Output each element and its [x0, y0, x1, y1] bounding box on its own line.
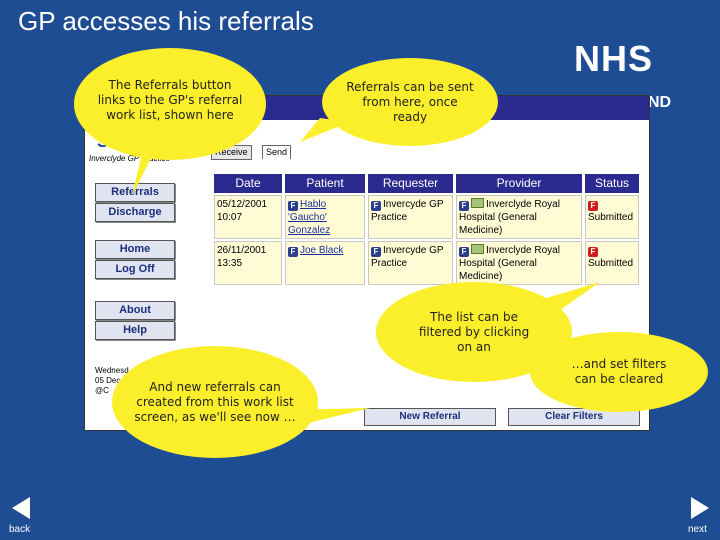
envelope-icon: [471, 198, 484, 208]
provider-name: Inverclyde Royal Hospital (General Medic…: [459, 199, 560, 236]
clear-filters-button[interactable]: Clear Filters: [508, 408, 640, 426]
requester-name: Invercyde GP Practice: [371, 245, 444, 269]
date-line: 05 Dece: [95, 376, 125, 385]
filter-icon[interactable]: F: [588, 247, 598, 257]
next-label[interactable]: next: [688, 524, 707, 535]
column-header-provider[interactable]: Provider: [456, 174, 582, 193]
date-line: @C: [95, 386, 109, 395]
column-header-patient[interactable]: Patient: [285, 174, 365, 193]
envelope-icon: [471, 244, 484, 254]
requester-name: Invercyde GP Practice: [371, 199, 444, 223]
column-header-date[interactable]: Date: [214, 174, 282, 193]
referrals-button[interactable]: Referrals: [95, 183, 175, 202]
about-button[interactable]: About: [95, 301, 175, 320]
callout-referrals-button: The Referrals button links to the GP's r…: [74, 48, 266, 160]
new-referral-button[interactable]: New Referral: [364, 408, 496, 426]
discharge-button[interactable]: Discharge: [95, 203, 175, 222]
home-button[interactable]: Home: [95, 240, 175, 259]
tab-send[interactable]: Send: [262, 145, 292, 159]
filter-icon[interactable]: F: [459, 247, 469, 257]
nhs-logo-text: NHS: [574, 38, 654, 79]
callout-send-tab: Referrals can be sent from here, once re…: [322, 58, 498, 146]
filter-icon[interactable]: F: [459, 201, 469, 211]
help-button[interactable]: Help: [95, 321, 175, 340]
back-label[interactable]: back: [9, 524, 31, 535]
filter-icon[interactable]: F: [371, 247, 381, 257]
log-off-button[interactable]: Log Off: [95, 260, 175, 279]
column-header-status[interactable]: Status: [585, 174, 639, 193]
provider-name: Inverclyde Royal Hospital (General Medic…: [459, 245, 560, 282]
patient-link[interactable]: Joe Black: [300, 245, 344, 256]
nhs-logo-subtitle: ND: [648, 94, 672, 111]
column-header-requester[interactable]: Requester: [368, 174, 453, 193]
practice-name: Inverclyde GP Practice: [89, 154, 171, 163]
back-arrow-icon[interactable]: [10, 496, 32, 520]
status-text: Submitted: [588, 212, 634, 223]
patient-link[interactable]: Hablo 'Gaucho' Gonzalez: [288, 199, 331, 236]
table-cell-date: 05/12/2001 10:07: [214, 195, 282, 239]
filter-icon[interactable]: F: [588, 201, 598, 211]
filter-icon[interactable]: F: [288, 201, 298, 211]
next-arrow-icon[interactable]: [689, 496, 711, 520]
filter-icon[interactable]: F: [288, 247, 298, 257]
filter-icon[interactable]: F: [371, 201, 381, 211]
current-date: Wednesd 05 Dece @C: [95, 366, 129, 396]
date-line: Wednesd: [95, 366, 129, 375]
nhs-logo: NHS: [574, 38, 666, 80]
callout-clear-filters: …and set filters can be cleared: [530, 332, 708, 412]
callout-new-referral: And new referrals can created from this …: [112, 346, 318, 458]
status-text: Submitted: [588, 258, 634, 269]
table-cell-date: 26/11/2001 13:35: [214, 241, 282, 285]
slide-title: GP accesses his referrals: [18, 6, 314, 36]
